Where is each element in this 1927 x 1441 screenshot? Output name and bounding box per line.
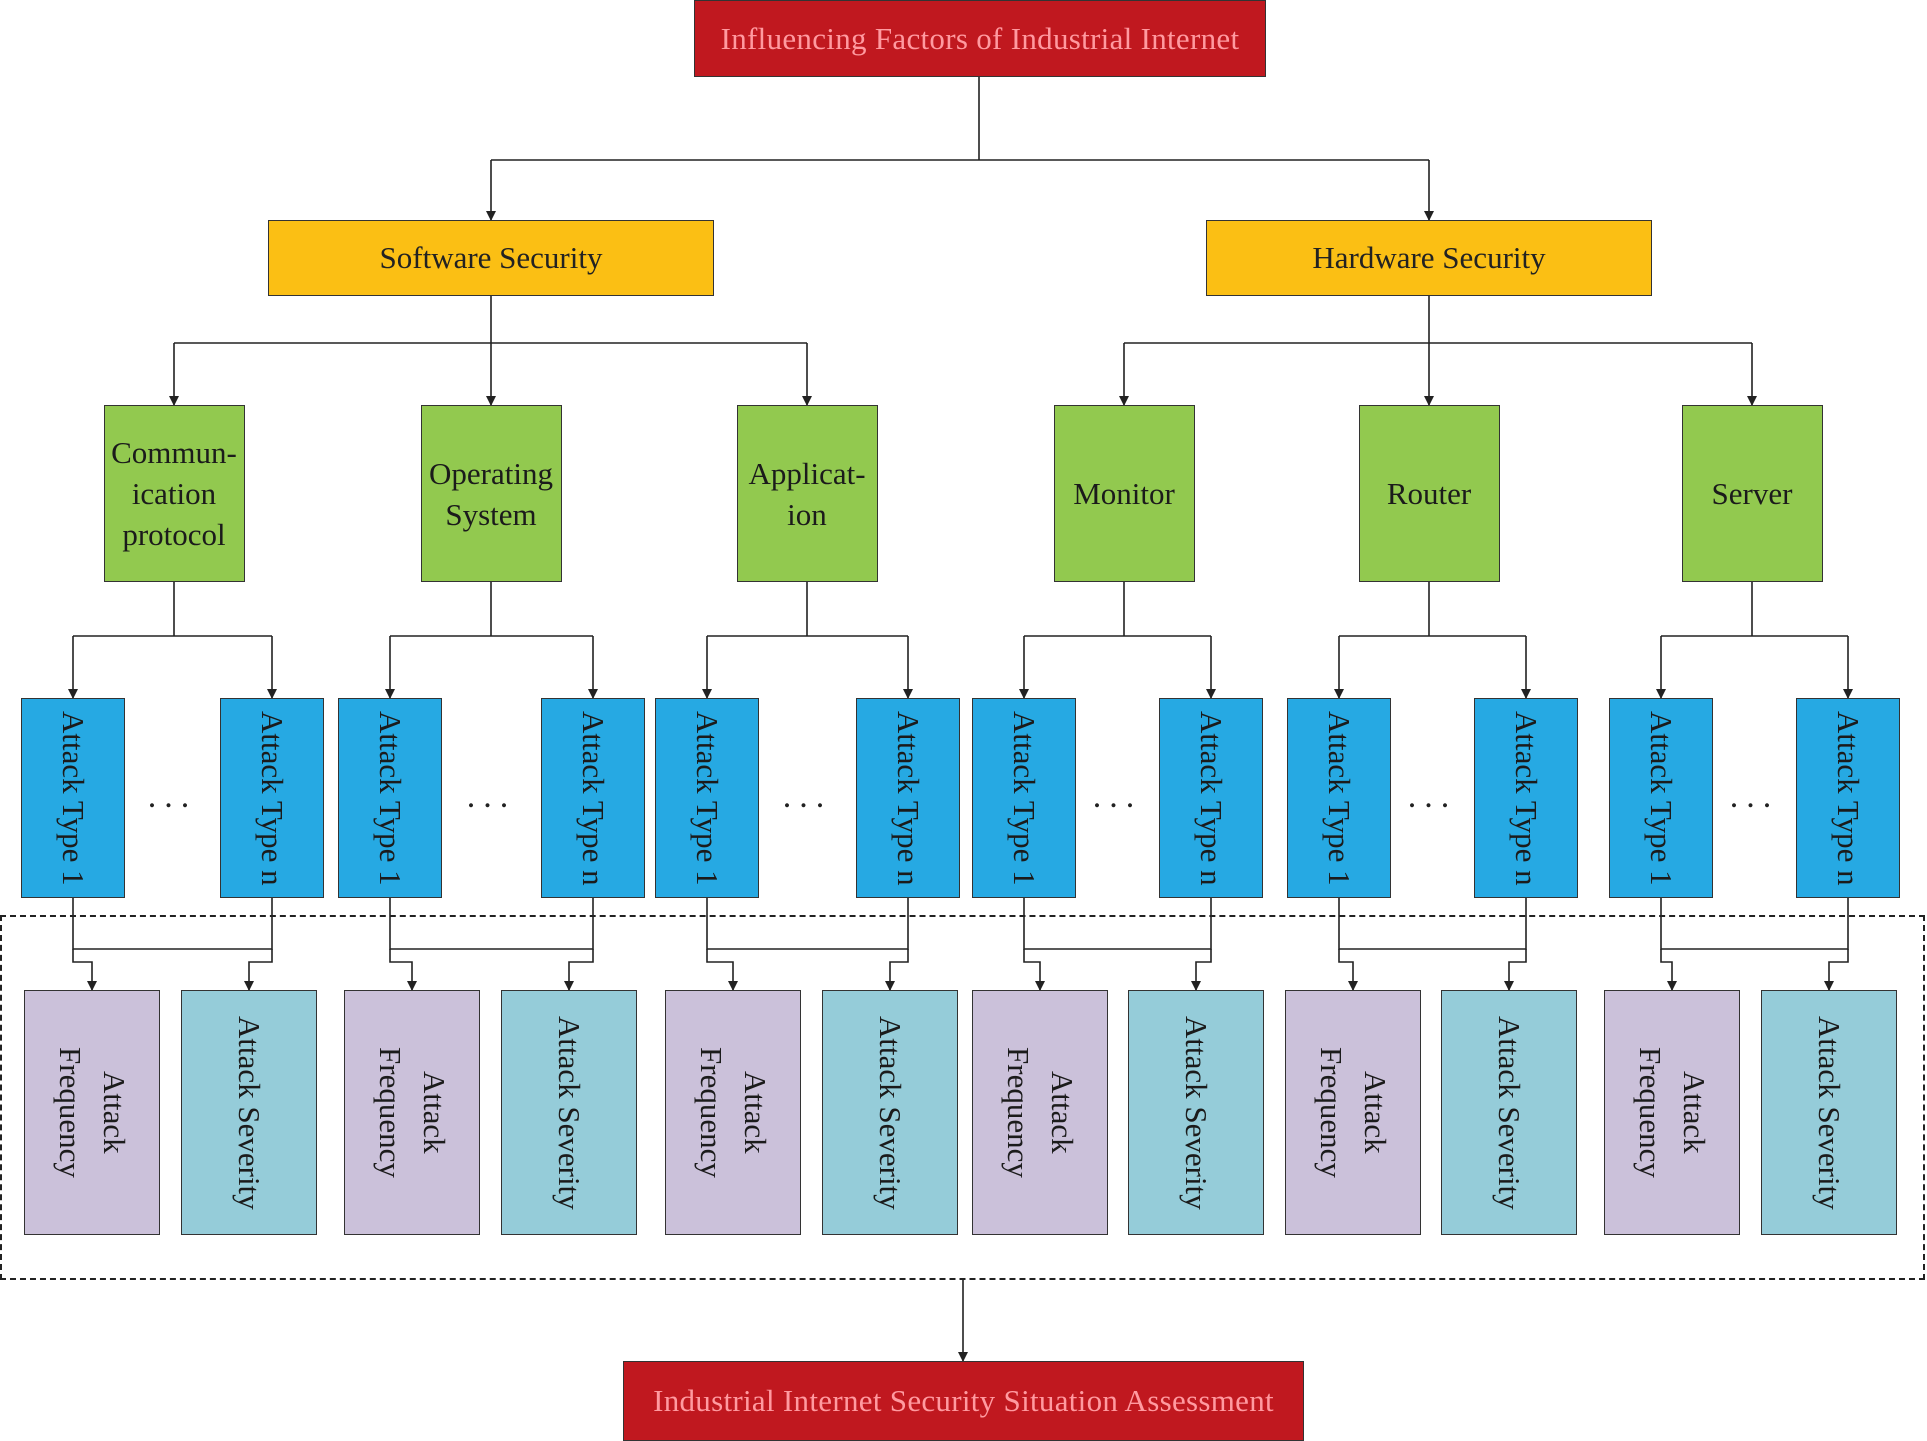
attack-severity-box: Attack Severity [1441, 990, 1577, 1235]
attack-ellipsis: ... [1407, 778, 1458, 815]
connector-to-frequency [1660, 949, 1677, 991]
attack-severity-box-label: Attack Severity [1492, 1015, 1527, 1210]
attack-frequency-box-label: Attack Frequency [1001, 1047, 1080, 1178]
attack-severity-box-label: Attack Severity [1179, 1015, 1214, 1210]
attack-severity-box: Attack Severity [822, 990, 958, 1235]
attack-type-n-box-label: Attack Type n [1194, 710, 1229, 886]
category-box-label: Software Security [379, 240, 603, 275]
attack-type-n-box: Attack Type n [1474, 698, 1578, 898]
connector-attack-merge [1660, 898, 1849, 950]
attack-type-n-box-label: Attack Type n [1509, 710, 1544, 886]
component-box: Commun- ication protocol [103, 405, 245, 582]
attack-severity-box: Attack Severity [1128, 990, 1264, 1235]
connector-to-frequency [1023, 949, 1045, 991]
attack-type-1-box: Attack Type 1 [21, 698, 125, 898]
attack-type-1-box-label: Attack Type 1 [56, 710, 91, 886]
connector-to-frequency [1338, 949, 1358, 991]
connector-attack-merge [389, 898, 594, 950]
attack-frequency-box-label: Attack Frequency [1633, 1047, 1712, 1178]
attack-type-n-box: Attack Type n [856, 698, 960, 898]
attack-type-1-box-label: Attack Type 1 [373, 710, 408, 886]
attack-type-n-box: Attack Type n [220, 698, 324, 898]
connector-to-severity [1824, 949, 1849, 991]
attack-ellipsis: ... [1092, 778, 1143, 815]
attack-ellipsis: ... [147, 778, 198, 815]
attack-type-1-box-label: Attack Type 1 [1007, 710, 1042, 886]
component-box: Router [1358, 405, 1500, 582]
attack-type-1-box: Attack Type 1 [1287, 698, 1391, 898]
attack-ellipsis: ... [466, 778, 517, 815]
connector-to-severity [564, 949, 594, 991]
attack-frequency-box: Attack Frequency [665, 990, 801, 1235]
component-box-label: Operating System [429, 455, 553, 532]
attack-frequency-box: Attack Frequency [24, 990, 160, 1235]
attack-type-1-box-label: Attack Type 1 [1644, 710, 1679, 886]
bottom-node: Industrial Internet Security Situation A… [623, 1361, 1304, 1441]
attack-severity-box: Attack Severity [181, 990, 317, 1235]
component-box-label: Commun- ication protocol [111, 435, 237, 552]
top-node: Influencing Factors of Industrial Intern… [694, 0, 1266, 77]
attack-type-n-box-label: Attack Type n [891, 710, 926, 886]
attack-severity-box-label: Attack Severity [232, 1015, 267, 1210]
attack-severity-box: Attack Severity [501, 990, 637, 1235]
connector-attack-merge [706, 898, 909, 950]
attack-frequency-box: Attack Frequency [1604, 990, 1740, 1235]
attack-frequency-box-label: Attack Frequency [694, 1047, 773, 1178]
top-node-label: Influencing Factors of Industrial Intern… [720, 20, 1240, 56]
component-box: Applicat- ion [736, 405, 878, 582]
bottom-node-label: Industrial Internet Security Situation A… [653, 1383, 1274, 1418]
connector-to-frequency [389, 949, 417, 991]
connector-to-severity [885, 949, 909, 991]
category-box: Software Security [268, 220, 714, 296]
attack-type-1-box-label: Attack Type 1 [690, 710, 725, 886]
connector-to-severity [1504, 949, 1527, 991]
attack-type-n-box: Attack Type n [541, 698, 645, 898]
component-box-label: Router [1386, 476, 1472, 511]
attack-frequency-box: Attack Frequency [972, 990, 1108, 1235]
connector-attack-merge [72, 898, 273, 950]
metrics-dashed-region [0, 915, 1925, 1280]
attack-type-n-box-label: Attack Type n [255, 710, 290, 886]
connector-to-severity [1191, 949, 1212, 991]
connector-to-frequency [72, 949, 97, 991]
category-box: Hardware Security [1206, 220, 1652, 296]
attack-frequency-box-label: Attack Frequency [1314, 1047, 1393, 1178]
attack-severity-box-label: Attack Severity [552, 1015, 587, 1210]
attack-type-1-box: Attack Type 1 [655, 698, 759, 898]
attack-type-1-box: Attack Type 1 [1609, 698, 1713, 898]
connector-attack-merge [1023, 898, 1212, 950]
attack-type-1-box: Attack Type 1 [972, 698, 1076, 898]
attack-frequency-box-label: Attack Frequency [53, 1047, 132, 1178]
component-box-label: Monitor [1073, 476, 1175, 511]
attack-severity-box: Attack Severity [1761, 990, 1897, 1235]
attack-severity-box-label: Attack Severity [1812, 1015, 1847, 1210]
attack-type-n-box-label: Attack Type n [576, 710, 611, 886]
category-box-label: Hardware Security [1312, 240, 1546, 275]
connector-attack-merge [1338, 898, 1527, 950]
attack-ellipsis: ... [782, 778, 833, 815]
attack-frequency-box: Attack Frequency [1285, 990, 1421, 1235]
attack-type-1-box-label: Attack Type 1 [1322, 710, 1357, 886]
attack-frequency-box: Attack Frequency [344, 990, 480, 1235]
component-box: Operating System [420, 405, 562, 582]
attack-ellipsis: ... [1729, 778, 1780, 815]
connector-to-severity [244, 949, 273, 991]
component-box-label: Applicat- ion [748, 455, 866, 532]
component-box: Monitor [1053, 405, 1195, 582]
attack-severity-box-label: Attack Severity [873, 1015, 908, 1210]
attack-frequency-box-label: Attack Frequency [373, 1047, 452, 1178]
component-box: Server [1681, 405, 1823, 582]
attack-type-n-box: Attack Type n [1796, 698, 1900, 898]
component-box-label: Server [1711, 476, 1793, 511]
attack-type-n-box: Attack Type n [1159, 698, 1263, 898]
connector-to-frequency [706, 949, 738, 991]
attack-type-n-box-label: Attack Type n [1831, 710, 1866, 886]
attack-type-1-box: Attack Type 1 [338, 698, 442, 898]
